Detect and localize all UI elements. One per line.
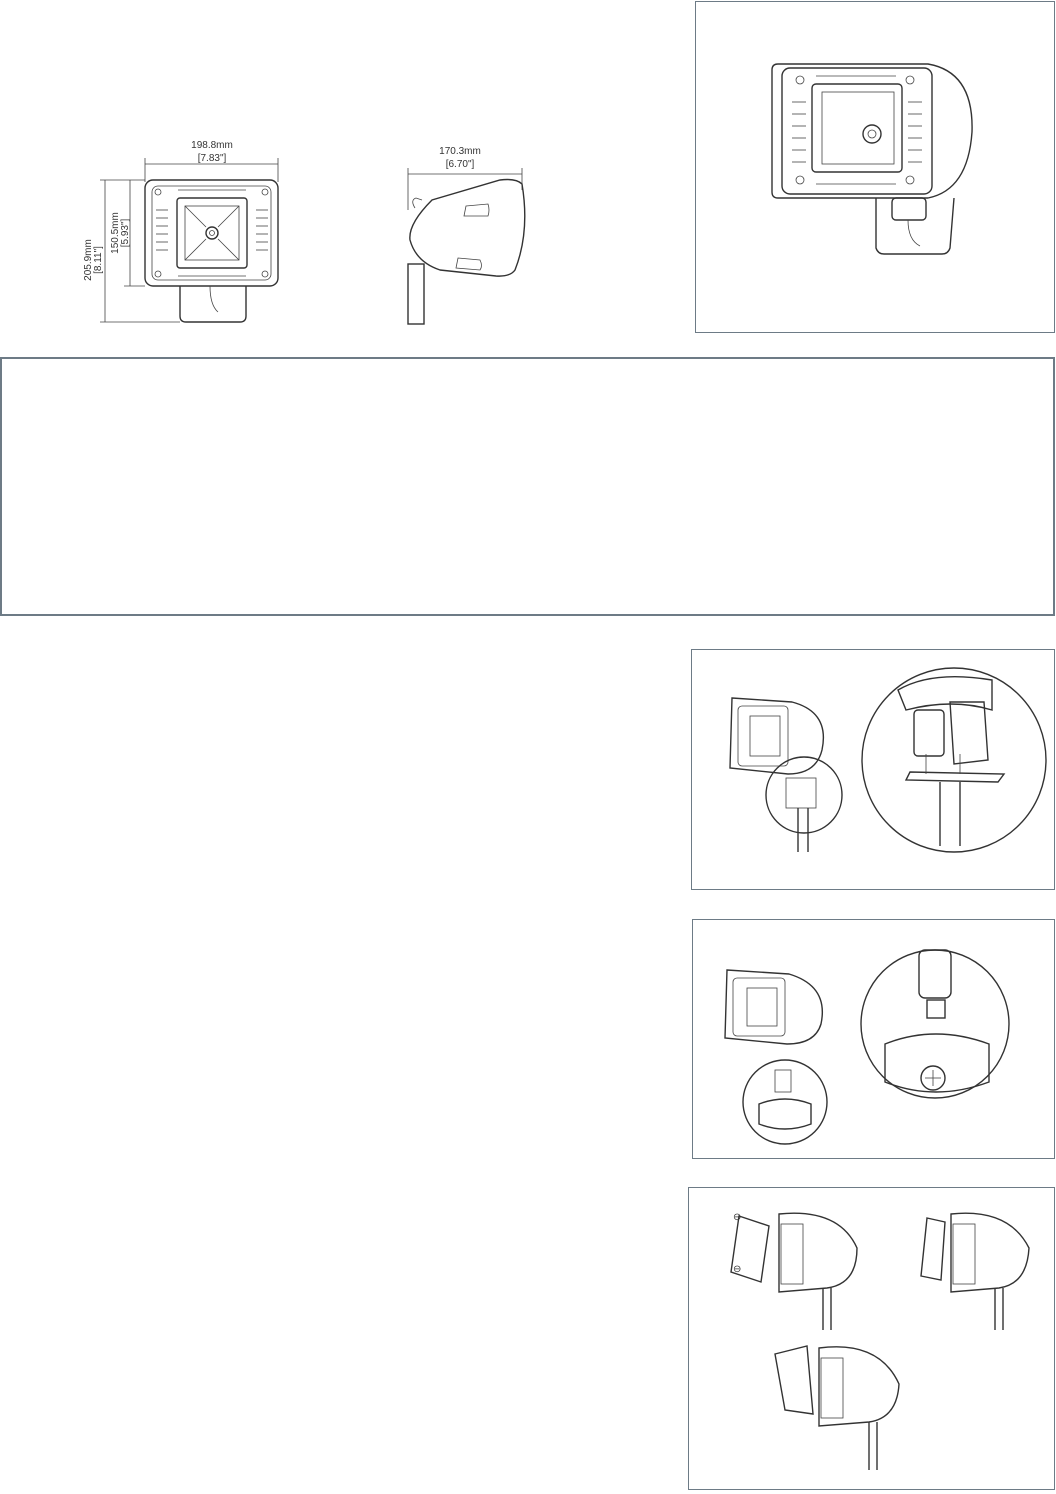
knuckle-figure-box	[692, 919, 1055, 1159]
product-image-box	[695, 1, 1055, 333]
svg-text:⊖: ⊖	[733, 1212, 741, 1223]
side-view-drawing: 170.3mm [6.70"]	[407, 146, 526, 325]
slipfitter-figure-box	[691, 649, 1055, 890]
front-view-drawing: 198.8mm [7.83"]	[83, 140, 279, 323]
head-height-mm-label: 150.5mm	[110, 212, 121, 254]
depth-mm-label: 170.3mm	[439, 146, 481, 157]
total-height-mm-label: 205.9mm	[83, 239, 94, 281]
accessories-figure-box: ⊖ ⊖	[688, 1187, 1055, 1490]
accessory-shield-a: ⊖ ⊖	[730, 1212, 858, 1330]
svg-text:⊖: ⊖	[733, 1264, 741, 1275]
slipfitter-mount-detail	[729, 667, 1047, 853]
accessory-shields: ⊖ ⊖	[730, 1212, 1030, 1470]
head-height-in-label: [5.93"]	[120, 218, 131, 247]
width-in-label: [7.83"]	[198, 153, 227, 164]
accessory-shield-c	[774, 1345, 900, 1470]
info-panel	[0, 357, 1055, 616]
accessory-shield-b	[920, 1212, 1030, 1330]
width-mm-label: 198.8mm	[191, 140, 233, 151]
dimension-drawings: 198.8mm [7.83"]	[60, 120, 620, 340]
knuckle-mount-detail	[724, 949, 1010, 1145]
product-isometric	[771, 63, 973, 255]
dimension-drawing-svg: 198.8mm [7.83"]	[83, 140, 526, 325]
depth-in-label: [6.70"]	[446, 159, 475, 170]
total-height-in-label: [8.11"]	[93, 246, 104, 274]
